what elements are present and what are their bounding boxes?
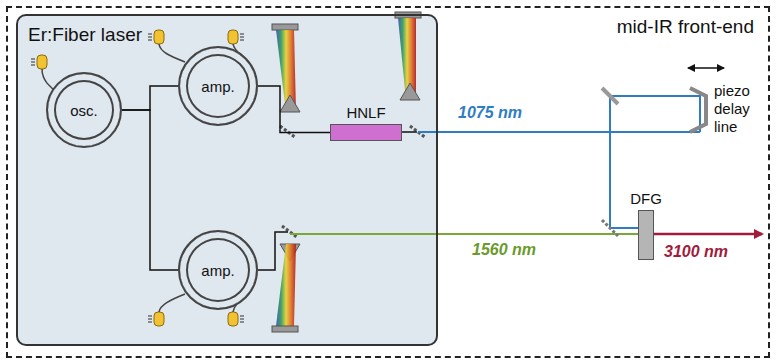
laser-panel: Er:Fiber laser osc. amp. HNLF amp. <box>16 14 438 346</box>
fiber-link <box>258 86 330 133</box>
part-label: piezo delay line <box>714 82 770 136</box>
fiber-coil: osc. <box>46 72 122 148</box>
fiber-link <box>122 110 178 270</box>
wavelength-label: 1560 nm <box>472 241 536 259</box>
fiber-coil: amp. <box>178 46 258 126</box>
component-box: HNLF <box>330 124 402 141</box>
node-label: osc. <box>70 102 98 119</box>
node-label: HNLF <box>346 104 385 121</box>
frame-box: mid-IR front-end Er:Fiber laser osc. amp. HN… <box>6 6 770 358</box>
node-label: amp. <box>201 78 234 95</box>
component-box: DFG <box>638 210 654 260</box>
node-label: amp. <box>201 262 234 279</box>
wavelength-label: 1075 nm <box>458 104 522 122</box>
wavelength-label: 3100 nm <box>664 243 728 261</box>
node-label: DFG <box>630 190 662 207</box>
fiber-coil: amp. <box>178 230 258 310</box>
fiber-link <box>122 86 178 110</box>
node-label: mid-IR front-end <box>617 16 754 38</box>
node-label: Er:Fiber laser <box>28 24 142 46</box>
